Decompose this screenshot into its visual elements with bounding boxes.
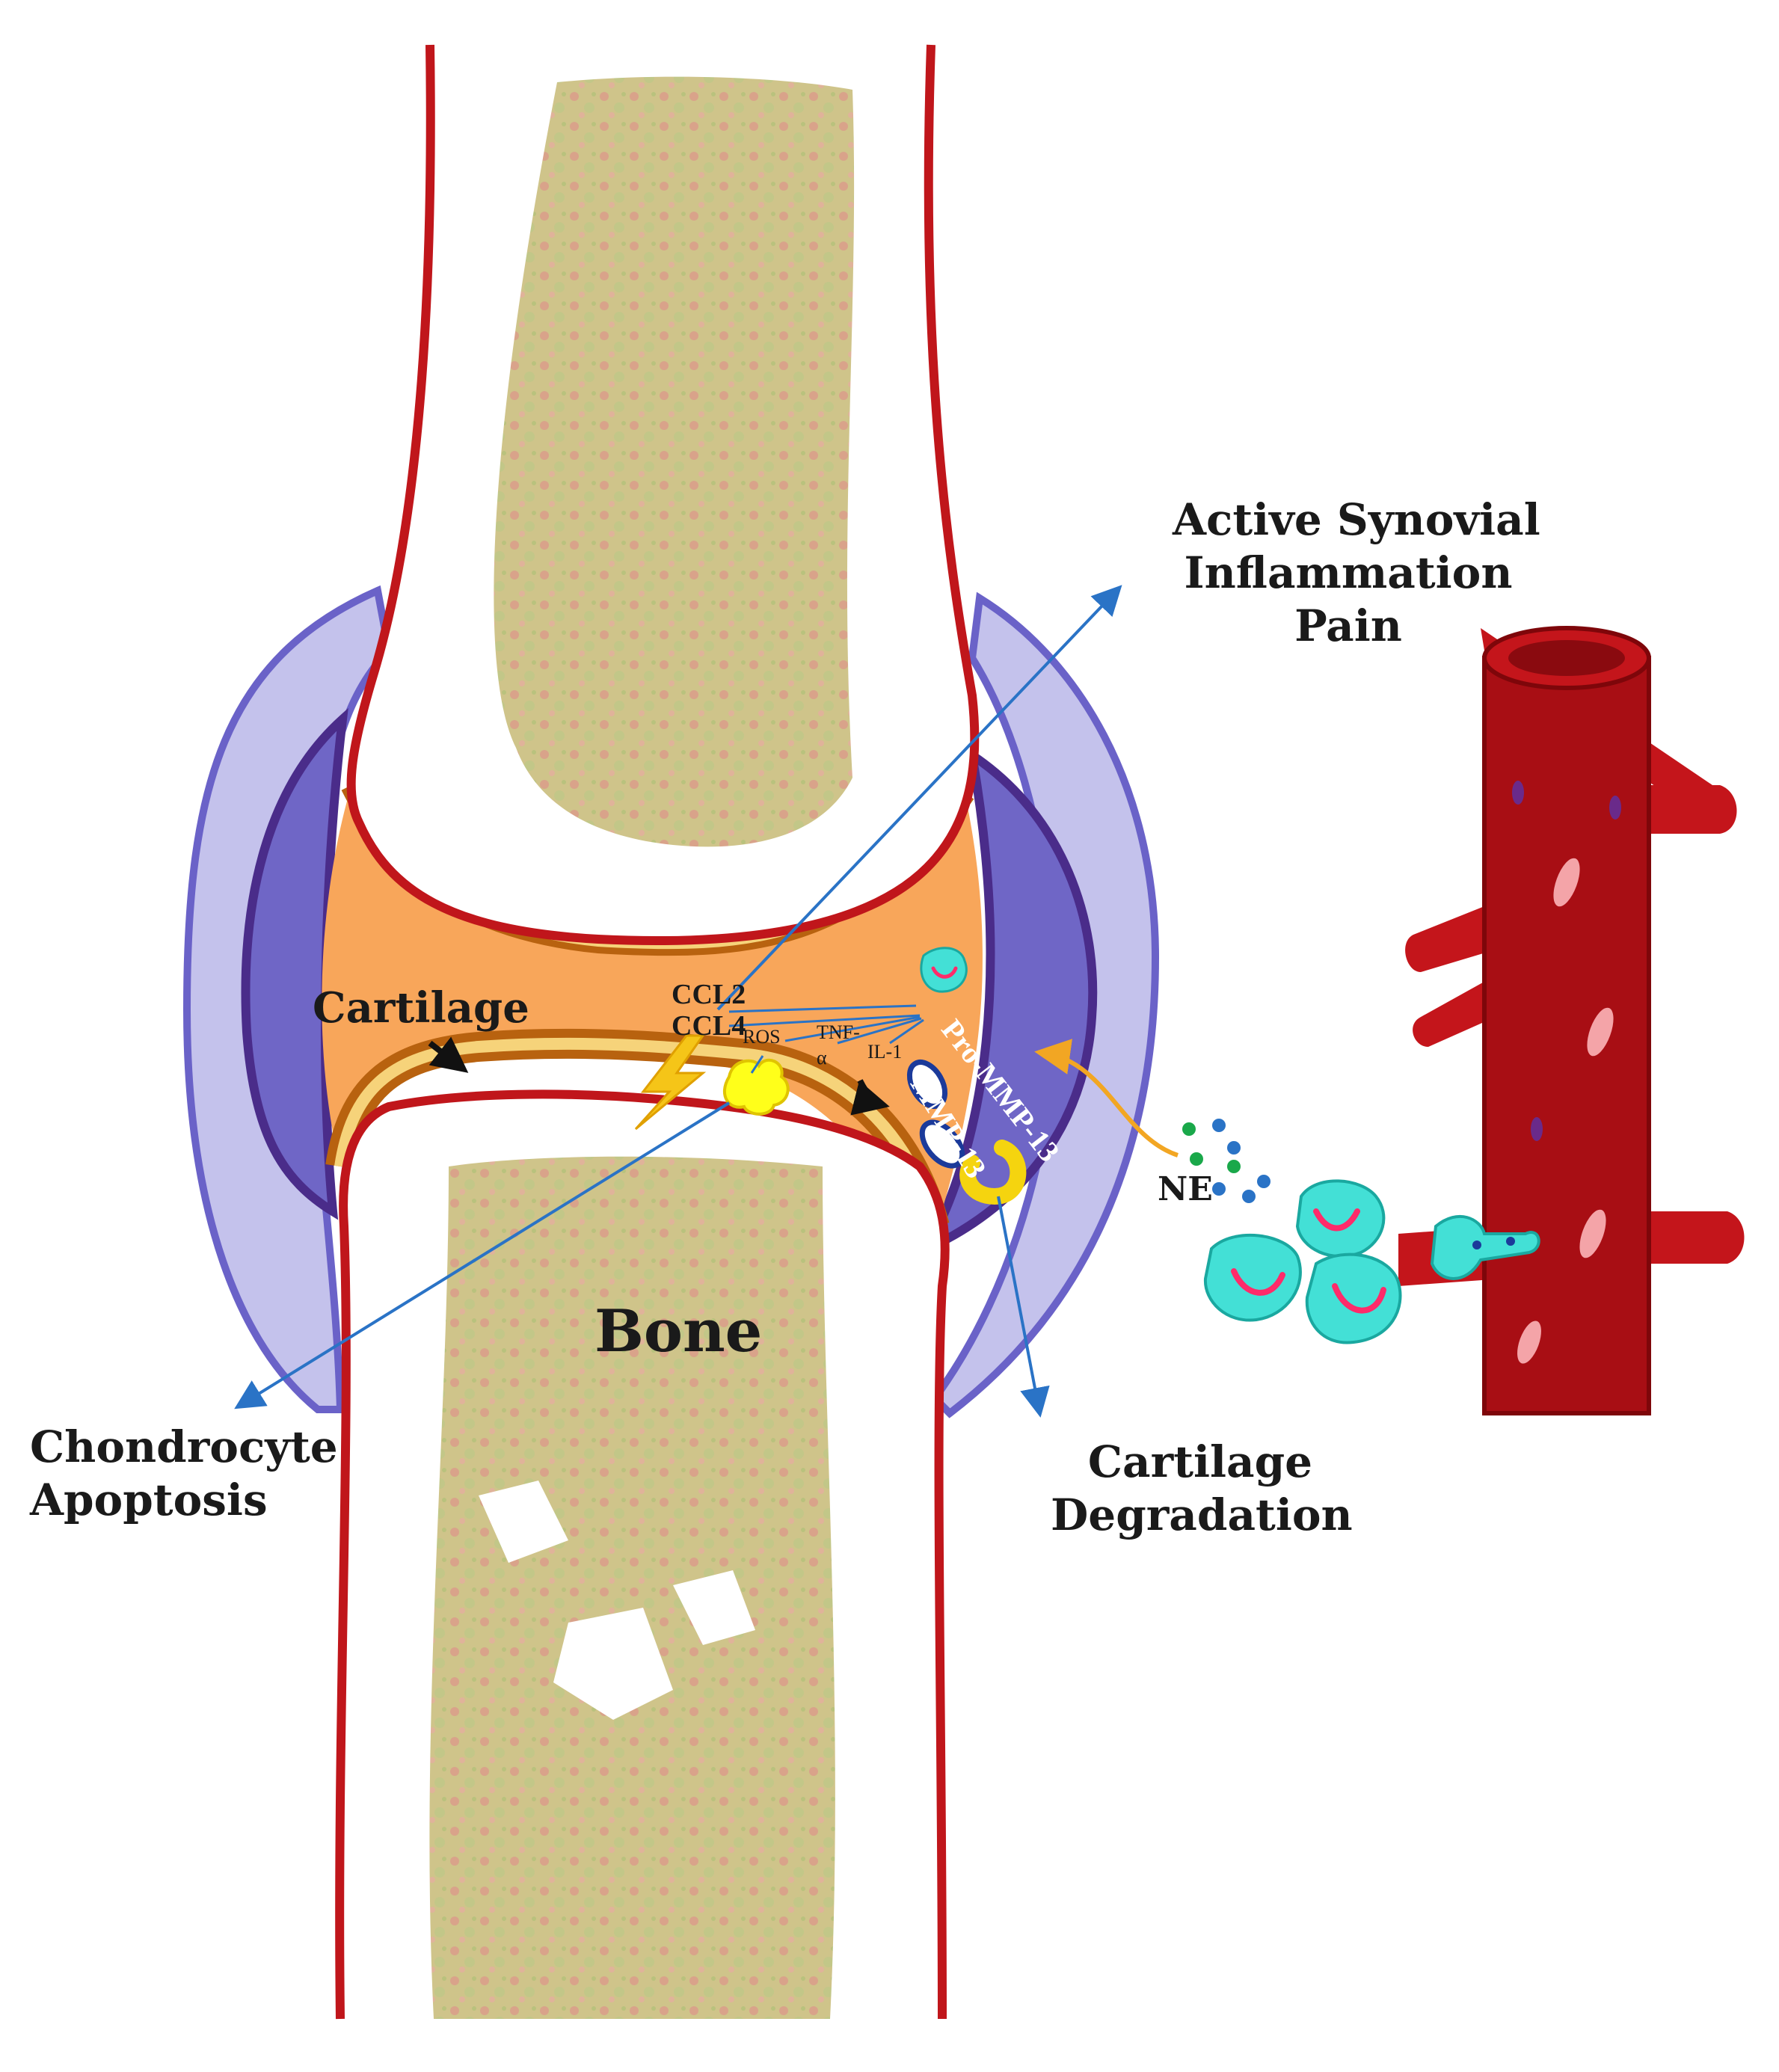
ccl2-label: CCL2 <box>672 979 746 1010</box>
outcome-synovial-line-2: Inflammation <box>1184 547 1513 598</box>
blood-vessel <box>1398 626 1745 1415</box>
lightning-bolt-icon <box>634 1034 707 1131</box>
cartilage-label: Cartilage <box>313 983 529 1033</box>
neutrophil-cell <box>1295 1179 1386 1258</box>
arrow-to-synovial-inflammation <box>716 585 1122 1011</box>
outcome-chondrocyte-apoptosis: Chondrocyte Apoptosis <box>30 1421 338 1527</box>
neutrophil-cell <box>1203 1233 1302 1322</box>
upper-bone-marrow <box>494 76 855 847</box>
signal-lines <box>728 1004 924 1074</box>
outcome-synovial-line-1: Active Synovial <box>1173 494 1540 545</box>
neutrophil-cell <box>920 947 968 993</box>
outcome-cartilage-degradation: Cartilage Degradation <box>1051 1436 1353 1542</box>
outcome-apoptosis-line-2: Apoptosis <box>30 1474 268 1525</box>
lower-bone <box>335 1089 950 2020</box>
ne-label: NE <box>1158 1170 1213 1208</box>
il1-label: IL-1 <box>867 1041 903 1063</box>
arrow-to-chondrocyte-apoptosis <box>234 1101 731 1409</box>
chondrocyte-cell <box>723 1058 790 1116</box>
outcome-degradation-line-2: Degradation <box>1051 1489 1353 1540</box>
tnf-label-line-1: TNF- <box>817 1021 860 1043</box>
outcome-synovial-line-3: Pain <box>1294 600 1402 651</box>
outcome-apoptosis-line-1: Chondrocyte <box>30 1421 338 1472</box>
arrow-il1-to-mmp <box>850 1079 890 1116</box>
upper-bone <box>346 44 980 946</box>
outcome-degradation-line-1: Cartilage <box>1087 1436 1313 1487</box>
lower-bone-marrow <box>429 1156 835 2019</box>
outcome-synovial-inflammation: Active Synovial Inflammation Pain <box>1173 494 1540 652</box>
ne-granules <box>1182 1119 1271 1203</box>
transmigrating-neutrophil <box>1430 1214 1540 1280</box>
tnf-label-line-2: α <box>817 1047 827 1069</box>
ros-label: ROS <box>743 1026 781 1048</box>
neutrophil-cell <box>1305 1252 1402 1344</box>
mmp-enzyme <box>906 1060 948 1109</box>
arrow-to-cartilage-degradation <box>997 1196 1050 1418</box>
mmp13-active-enzyme <box>959 1140 1027 1205</box>
ccl4-label: CCL4 <box>672 1010 746 1042</box>
arrow-ne-to-pro-mmp13 <box>1034 1039 1179 1158</box>
mmp-enzyme <box>919 1119 965 1169</box>
arrow-cartilage-pointer <box>428 1036 469 1073</box>
bone-label: Bone <box>594 1297 763 1365</box>
